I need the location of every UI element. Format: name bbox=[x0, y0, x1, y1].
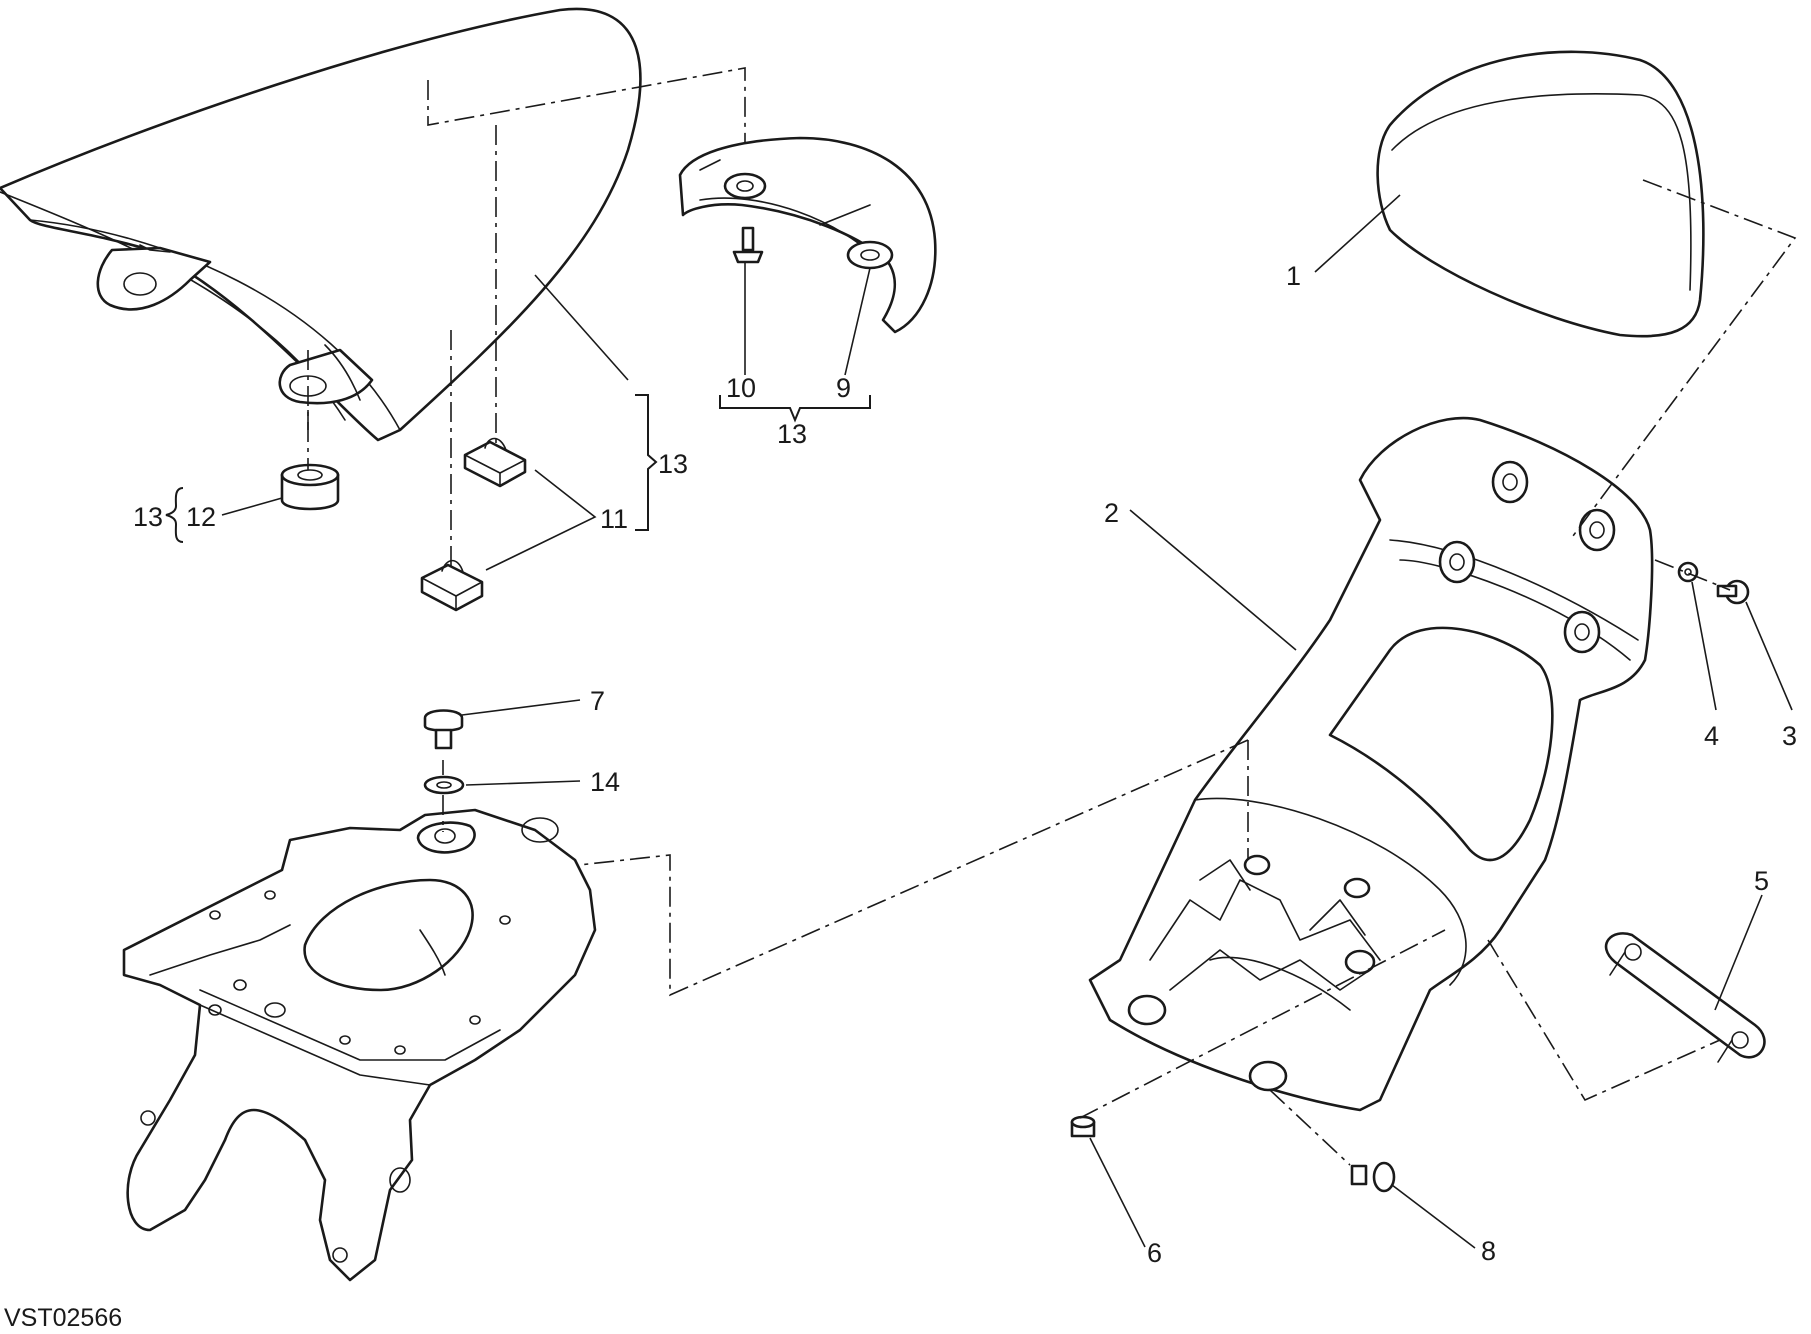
backrest-pad bbox=[1376, 50, 1705, 338]
screw-backrest bbox=[1716, 579, 1750, 605]
callout-13-bottom: 13 bbox=[777, 419, 807, 449]
seat-assembly-lines bbox=[307, 67, 746, 570]
callout-13-left: 13 bbox=[133, 502, 163, 532]
screw-lower bbox=[1350, 1161, 1396, 1193]
callout-12: 12 bbox=[186, 502, 216, 532]
fastening-clip-lower bbox=[420, 559, 484, 612]
backrest-frame bbox=[1088, 416, 1654, 1112]
callout-3: 3 bbox=[1782, 721, 1797, 751]
backrest-assembly-lines bbox=[442, 179, 1797, 1166]
subframe-bracket bbox=[122, 808, 597, 1282]
callout-1: 1 bbox=[1286, 261, 1301, 291]
callout-4: 4 bbox=[1704, 721, 1719, 751]
leader-lines bbox=[221, 194, 1793, 1249]
callout-5: 5 bbox=[1754, 866, 1769, 896]
mounting-plate bbox=[1604, 932, 1766, 1063]
rubber-grommet bbox=[280, 463, 340, 511]
cover-bushing-right bbox=[846, 240, 894, 270]
callout-2: 2 bbox=[1104, 498, 1119, 528]
callout-9: 9 bbox=[836, 373, 851, 403]
screw-subframe bbox=[423, 709, 464, 750]
callout-8: 8 bbox=[1481, 1236, 1496, 1266]
washer bbox=[1677, 561, 1699, 583]
callout-labels: 1 2 3 4 5 6 7 8 9 10 11 12 13 13 13 14 bbox=[133, 261, 1797, 1268]
callout-11: 11 bbox=[600, 504, 628, 534]
seat-assembly bbox=[0, 7, 642, 442]
cover-screw bbox=[732, 226, 764, 264]
brace-right-11 bbox=[635, 394, 658, 531]
brace-bottom-10-9 bbox=[719, 395, 871, 423]
group-braces bbox=[165, 394, 871, 543]
fastening-clip-upper bbox=[463, 437, 527, 488]
seat-cover bbox=[678, 136, 937, 334]
callout-13-right: 13 bbox=[658, 449, 688, 479]
callout-10: 10 bbox=[726, 373, 756, 403]
washer-subframe bbox=[423, 775, 465, 795]
brace-left-12 bbox=[165, 487, 184, 543]
drawing-code: VST02566 bbox=[4, 1304, 122, 1332]
nut bbox=[1070, 1115, 1096, 1138]
cover-bushing-left bbox=[723, 172, 767, 200]
callout-6: 6 bbox=[1147, 1238, 1162, 1268]
callout-14: 14 bbox=[590, 767, 620, 797]
callout-7: 7 bbox=[590, 686, 605, 716]
